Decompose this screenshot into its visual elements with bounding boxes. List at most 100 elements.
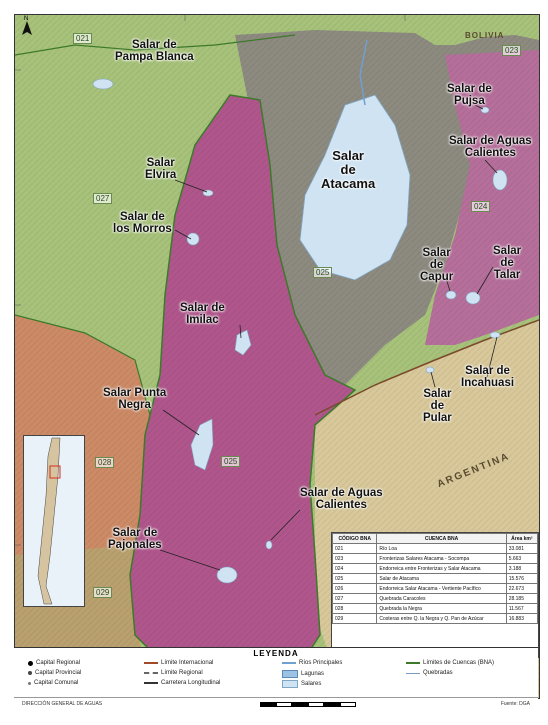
- north-arrow-icon: N: [22, 16, 32, 35]
- basin-boundary-021: [15, 34, 296, 56]
- lagoon-icon: [282, 670, 298, 678]
- table-cell: Río Loa: [376, 543, 507, 554]
- salar-pular-shape: [425, 366, 435, 374]
- table-cell: 15.576: [505, 573, 539, 584]
- table-cell: 025: [331, 573, 378, 584]
- legend-quebradas: Quebradas: [406, 670, 453, 676]
- map-frame[interactable]: N CÓDIGO BNA CUENCA BNA Área km²: [14, 14, 540, 699]
- code-025-north: 025: [313, 267, 333, 278]
- capital-provincial-icon: [28, 671, 32, 675]
- table-cell: 22.673: [505, 583, 539, 594]
- label-capur: Salar de Capur: [420, 247, 454, 283]
- label-pular: Salar de Pular: [423, 388, 452, 424]
- inset-svg: [24, 436, 84, 606]
- legend-label: Quebradas: [423, 670, 453, 676]
- legend-label: Salares: [301, 681, 322, 687]
- legend-capital-provincial: Capital Provincial: [28, 670, 81, 676]
- table-header-basin: CUENCA BNA: [376, 533, 507, 544]
- capital-comunal-icon: [28, 681, 31, 685]
- legend-label: Capital Regional: [36, 660, 81, 666]
- legend-limite-regional: Límite Regional: [144, 670, 203, 676]
- table-cell: Endorreica entre Fronterizas y Salar Ata…: [376, 563, 507, 574]
- legend-lagunas: Lagunas: [282, 670, 324, 678]
- code-025-south: 025: [221, 456, 241, 467]
- legend-title: LEYENDA: [253, 649, 299, 658]
- table-cell: Fronterizas Salares Atacama - Socompa: [376, 553, 507, 564]
- regional-line-icon: [144, 672, 158, 674]
- legend-limite-internacional: Límite Internacional: [144, 660, 213, 666]
- legend-rios: Ríos Principales: [282, 660, 342, 666]
- source-note: Fuente: DGA: [500, 701, 530, 707]
- label-atacama: Salar de Atacama: [321, 148, 376, 191]
- table-cell: 027: [331, 593, 378, 604]
- code-027: 027: [93, 193, 113, 204]
- legend-label: Ríos Principales: [299, 660, 343, 666]
- code-028: 028: [95, 457, 115, 468]
- table-cell: 028: [331, 603, 378, 614]
- code-029: 029: [93, 587, 113, 598]
- salar-incahuasi-shape: [489, 331, 501, 339]
- river-line: [359, 39, 368, 106]
- basin-boundary-icon: [406, 662, 420, 664]
- label-aguas-calientes-north: Salar de Aguas Calientes: [449, 135, 532, 159]
- legend-label: Lagunas: [301, 671, 325, 677]
- table-cell: 026: [331, 583, 378, 594]
- international-line-icon: [144, 662, 158, 664]
- country-bolivia: BOLIVIA: [465, 31, 505, 40]
- table-cell: 021: [331, 543, 378, 554]
- table-cell: 3.188: [505, 563, 539, 574]
- table-cell: Quebrada Caracoles: [376, 593, 507, 604]
- salar-aguas-calientes-n-shape: [492, 169, 508, 191]
- label-elvira: Salar Elvira: [145, 157, 177, 181]
- salar-los-morros-shape: [186, 232, 200, 246]
- table-cell: 023: [331, 553, 378, 564]
- table-cell: 5.663: [505, 553, 539, 564]
- table-header-area: Área km²: [505, 533, 539, 544]
- table-cell: 11.567: [505, 603, 539, 614]
- salar-atacama-shape: [299, 94, 411, 281]
- table-cell: 16.883: [505, 613, 539, 624]
- salar-talar-shape: [465, 291, 481, 305]
- table-cell: 029: [331, 613, 378, 624]
- legend-label: Capital Provincial: [35, 670, 82, 676]
- river-line-icon: [282, 662, 296, 664]
- legend-capital-comunal: Capital Comunal: [28, 680, 78, 686]
- code-021: 021: [73, 33, 93, 44]
- leader-lines: [159, 104, 498, 571]
- legend-label: Carretera Longitudinal: [161, 680, 221, 686]
- salar-pampa-blanca-shape: [92, 78, 114, 90]
- ravine-line-icon: [406, 672, 420, 674]
- label-pajonales: Salar de Pajonales: [108, 527, 162, 551]
- code-023: 023: [502, 45, 522, 56]
- label-imilac: Salar de Imilac: [180, 302, 225, 326]
- legend-carretera: Carretera Longitudinal: [144, 680, 220, 686]
- salar-capur-shape: [445, 290, 457, 300]
- legend-label: Límite Internacional: [161, 660, 214, 666]
- label-talar: Salar de Talar: [493, 245, 522, 281]
- legend-salares: Salares: [282, 680, 321, 688]
- label-aguas-calientes-south: Salar de Aguas Calientes: [300, 487, 383, 511]
- legend-limites-cuencas: Límites de Cuencas (BNA): [406, 660, 494, 666]
- legend-capital-regional: Capital Regional: [28, 660, 80, 666]
- grid-ticks: [15, 15, 406, 546]
- label-los-morros: Salar de los Morros: [113, 211, 172, 235]
- table-header-row: CÓDIGO BNA CUENCA BNA Área km²: [331, 533, 539, 544]
- salar-pujsa-shape: [480, 106, 490, 114]
- map-footer: DIRECCIÓN GENERAL DE AGUAS Fuente: DGA: [14, 697, 538, 712]
- capital-regional-icon: [28, 660, 33, 666]
- salar-pajonales-shape: [216, 566, 238, 584]
- table-cell: Salar de Atacama: [376, 573, 507, 584]
- scale-bar: [260, 702, 356, 707]
- salar-icon: [282, 680, 298, 688]
- agency-name: DIRECCIÓN GENERAL DE AGUAS: [22, 701, 103, 707]
- legend-label: Límites de Cuencas (BNA): [423, 660, 495, 666]
